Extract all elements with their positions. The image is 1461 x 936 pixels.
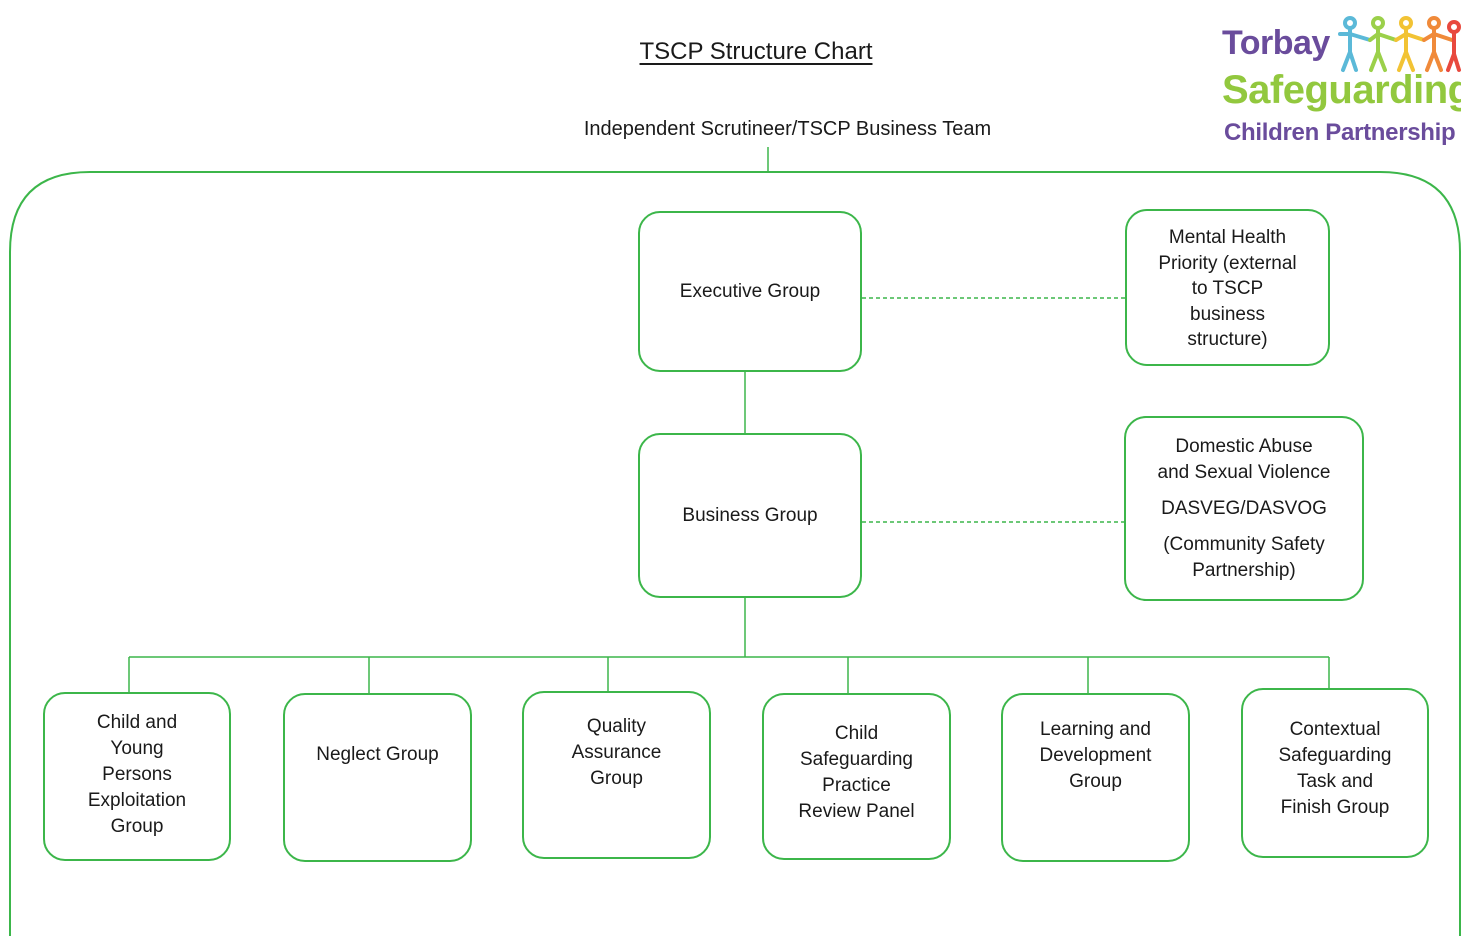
logo-text-safeguarding: Safeguarding <box>1222 68 1461 112</box>
subgroup-label-line: Review Panel <box>798 801 915 822</box>
subgroup-label-line: Practice <box>822 775 891 796</box>
subgroup-box-neglect: Neglect Group <box>283 693 472 862</box>
subgroup-label-line: Learning and <box>1040 719 1151 740</box>
subgroup-label-line: Assurance <box>571 742 662 763</box>
mental-health-line: Priority (external <box>1158 252 1297 274</box>
subgroup-label-line: Group <box>590 768 643 789</box>
subgroup-box-child-exploitation: Child and Young Persons Exploitation Gro… <box>43 692 231 861</box>
mental-health-line: to TSCP <box>1191 278 1264 299</box>
subgroup-label-line: Child <box>834 723 879 744</box>
subgroup-label-line: Safeguarding <box>1278 745 1392 766</box>
subgroup-box-contextual-safeguarding: Contextual Safeguarding Task and Finish … <box>1241 688 1429 858</box>
subgroup-label-line: Neglect Group <box>316 744 439 765</box>
domestic-abuse-line: Domestic Abuse <box>1175 436 1313 457</box>
subgroup-label-line: Safeguarding <box>799 749 914 770</box>
mental-health-line: structure) <box>1187 329 1268 350</box>
mental-health-line: Mental Health <box>1168 227 1287 248</box>
subgroup-label-line: Young <box>110 738 164 759</box>
people-holding-hands-icon <box>1338 16 1461 72</box>
subgroup-label-line: Finish Group <box>1280 797 1390 818</box>
domestic-abuse-line: (Community Safety <box>1163 534 1325 555</box>
outer-frame <box>9 171 1461 936</box>
logo-text-torbay: Torbay <box>1222 24 1330 62</box>
subgroup-label-line: Group <box>1069 771 1122 792</box>
executive-group-label: Executive Group <box>679 280 821 302</box>
subgroup-box-learning-development: Learning and Development Group <box>1001 693 1190 862</box>
subgroup-label-line: Contextual <box>1289 719 1381 740</box>
scrutineer-label: Independent Scrutineer/TSCP Business Tea… <box>583 118 992 140</box>
subgroup-label-line: Persons <box>102 764 172 785</box>
subgroup-label-line: Task and <box>1296 771 1374 792</box>
subgroup-label-line: Child and <box>96 712 178 733</box>
domestic-abuse-box: Domestic Abuse and Sexual Violence DASVE… <box>1124 416 1364 601</box>
business-group-box: Business Group <box>638 433 862 598</box>
domestic-abuse-line: Partnership) <box>1192 560 1296 581</box>
subgroup-label-line: Quality <box>586 716 647 737</box>
mental-health-box: Mental Health Priority (external to TSCP… <box>1125 209 1330 366</box>
domestic-abuse-line: and Sexual Violence <box>1157 462 1331 483</box>
page-title: TSCP Structure Chart <box>639 38 873 65</box>
torbay-logo: Torbay Safeguarding Children Partnership <box>1218 12 1461 152</box>
subgroup-box-practice-review: Child Safeguarding Practice Review Panel <box>762 693 951 860</box>
subgroup-label-line: Development <box>1039 745 1152 766</box>
subgroup-box-quality-assurance: Quality Assurance Group <box>522 691 711 859</box>
subgroup-label-line: Exploitation <box>87 790 187 811</box>
logo-text-children-partnership: Children Partnership <box>1224 119 1456 146</box>
business-group-label: Business Group <box>682 504 818 526</box>
executive-group-box: Executive Group <box>638 211 862 372</box>
domestic-abuse-acronym: DASVEG/DASVOG <box>1161 498 1327 519</box>
mental-health-line: business <box>1190 303 1265 325</box>
subgroup-label-line: Group <box>110 816 164 837</box>
